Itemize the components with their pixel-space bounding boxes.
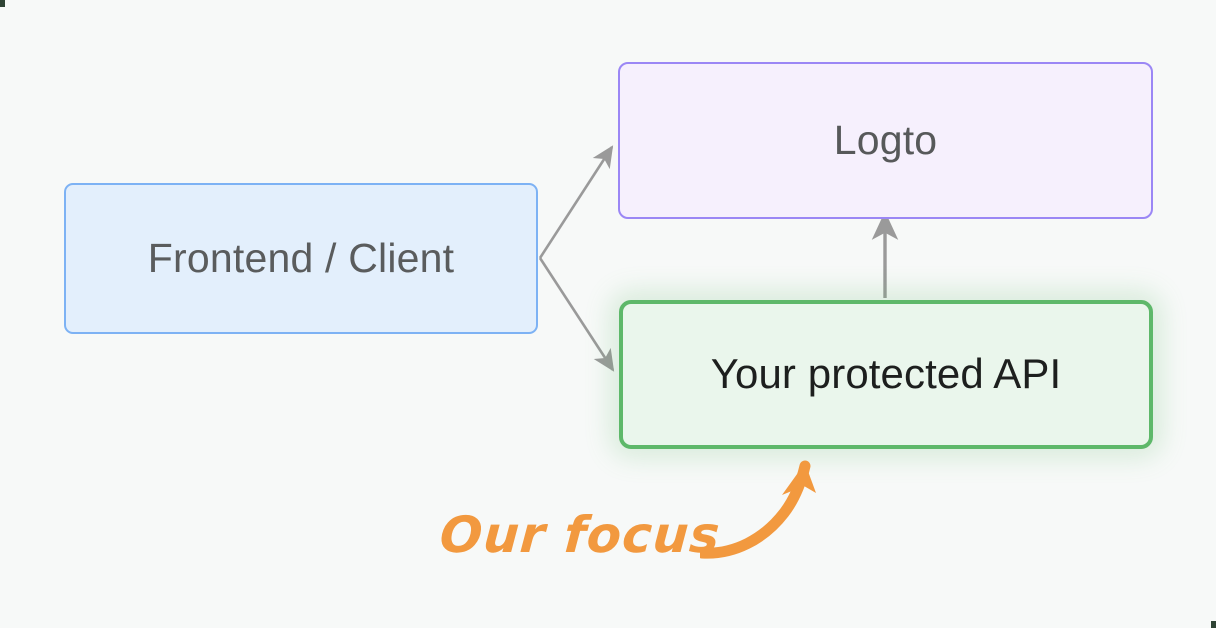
node-your-protected-api[interactable]: Your protected API (619, 300, 1153, 449)
edge-frontend-to-api (538, 257, 615, 372)
annotation-our-focus: Our focus (437, 495, 740, 575)
annotation-our-focus-label: Our focus (437, 506, 723, 564)
node-frontend-client[interactable]: Frontend / Client (64, 183, 538, 334)
corner-artifact-top-left (0, 0, 5, 7)
node-frontend-client-label: Frontend / Client (147, 234, 455, 281)
node-logto[interactable]: Logto (618, 62, 1153, 219)
annotation-focus-arrow-icon (700, 460, 816, 559)
corner-artifact-bottom-right (1211, 621, 1216, 628)
node-logto-label: Logto (833, 116, 938, 163)
node-your-protected-api-label: Your protected API (710, 350, 1062, 398)
edge-frontend-to-logto (538, 145, 614, 259)
